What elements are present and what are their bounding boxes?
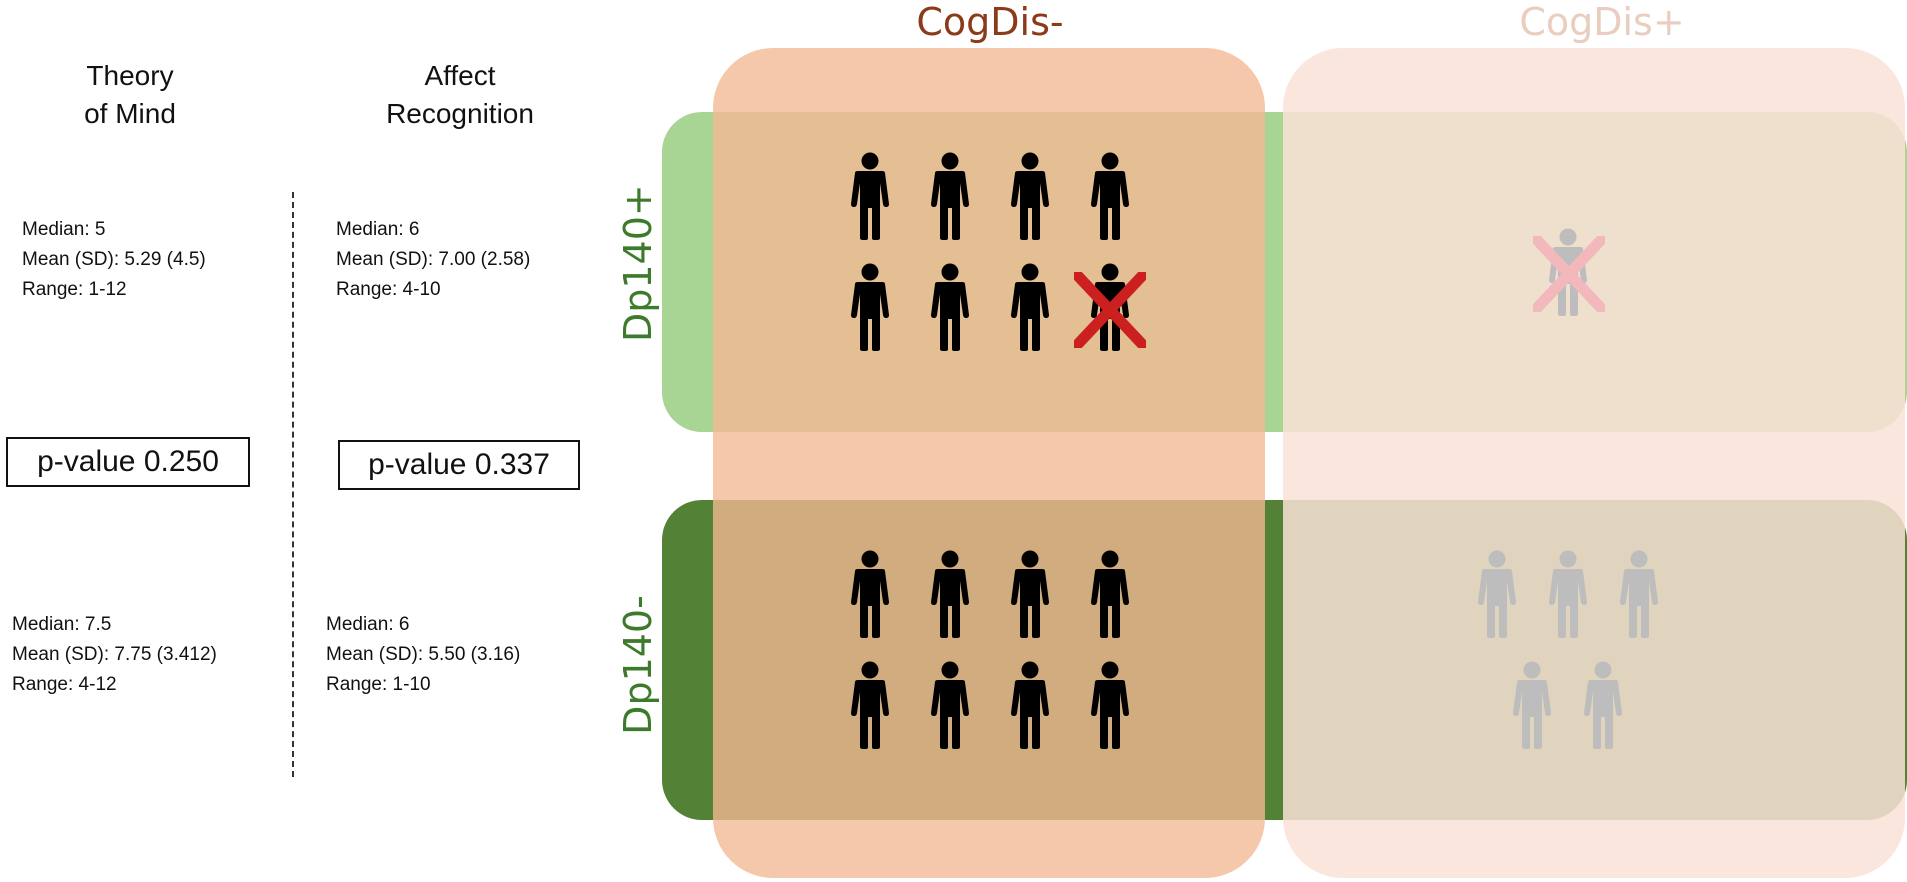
dp140-pos-label: Dp140+ [616, 184, 660, 342]
affect-recognition-title: Affect Recognition [360, 57, 560, 133]
ar-p-value: p-value 0.337 [368, 448, 550, 481]
theory-of-mind-title-line1: Theory [86, 60, 174, 91]
tom-neg-median: Median: 7.5 [12, 614, 112, 635]
theory-of-mind-title: Theory of Mind [40, 57, 220, 133]
ar-pos-mean: Mean (SD): 7.00 (2.58) [336, 249, 531, 270]
person-icon [1584, 661, 1622, 749]
cogdis-minus-label: CogDis- [916, 0, 1064, 44]
cogdis-plus-column [1283, 48, 1905, 878]
tom-pos-median: Median: 5 [22, 219, 106, 240]
tom-p-value: p-value 0.250 [37, 445, 219, 478]
tom-neg-mean: Mean (SD): 7.75 (3.412) [12, 644, 217, 665]
affect-recognition-title-line2: Recognition [386, 98, 534, 129]
cogdis-minus-column [713, 48, 1265, 878]
person-icon [851, 550, 889, 638]
tom-pos-mean: Mean (SD): 5.29 (4.5) [22, 249, 206, 270]
person-icon [851, 152, 889, 240]
person-icon [931, 152, 969, 240]
person-icon [1091, 661, 1129, 749]
person-icon [1091, 550, 1129, 638]
person-icon [1549, 550, 1587, 638]
ar-neg-median: Median: 6 [326, 614, 410, 635]
person-icon [1620, 550, 1658, 638]
person-icon [931, 550, 969, 638]
tom-pos-range: Range: 1-12 [22, 279, 127, 300]
ar-neg-mean: Mean (SD): 5.50 (3.16) [326, 644, 521, 665]
tom-dp140-pos-stats: Median: 5 Mean (SD): 5.29 (4.5) Range: 1… [22, 215, 206, 305]
person-icon [931, 263, 969, 351]
ar-dp140-neg-stats: Median: 6 Mean (SD): 5.50 (3.16) Range: … [326, 610, 520, 700]
ar-dp140-pos-stats: Median: 6 Mean (SD): 7.00 (2.58) Range: … [336, 215, 530, 305]
tom-dp140-neg-stats: Median: 7.5 Mean (SD): 7.75 (3.412) Rang… [12, 610, 217, 700]
ar-neg-range: Range: 1-10 [326, 674, 431, 695]
excluded-x-icon [1074, 272, 1146, 348]
tom-p-value-box: p-value 0.250 [6, 437, 250, 487]
person-icon [1011, 550, 1049, 638]
theory-of-mind-title-line2: of Mind [84, 98, 176, 129]
cogdis-plus-label: CogDis+ [1519, 0, 1685, 44]
person-icon [931, 661, 969, 749]
column-divider [292, 192, 294, 777]
person-icon [1011, 152, 1049, 240]
person-icon [851, 661, 889, 749]
ar-pos-median: Median: 6 [336, 219, 420, 240]
person-icon [1011, 661, 1049, 749]
person-icon [1011, 263, 1049, 351]
dp140-neg-label: Dp140- [616, 595, 660, 735]
tom-neg-range: Range: 4-12 [12, 674, 117, 695]
person-icon [1091, 152, 1129, 240]
affect-recognition-title-line1: Affect [424, 60, 496, 91]
person-icon [1513, 661, 1551, 749]
ar-p-value-box: p-value 0.337 [338, 440, 580, 490]
person-icon [1478, 550, 1516, 638]
ar-pos-range: Range: 4-10 [336, 279, 441, 300]
person-icon [851, 263, 889, 351]
excluded-x-icon [1533, 236, 1605, 312]
